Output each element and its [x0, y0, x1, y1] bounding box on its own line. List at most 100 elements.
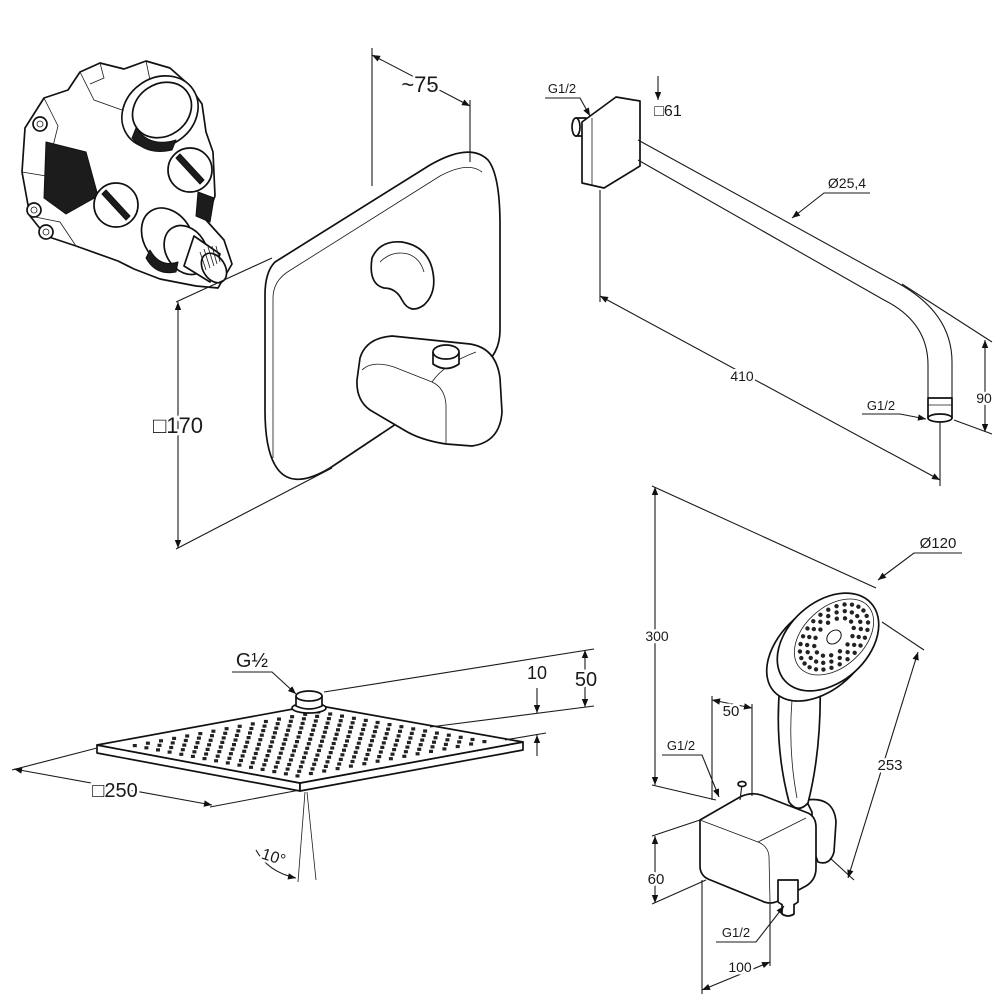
- extension-line: [504, 732, 547, 741]
- spray-dot: [799, 655, 804, 661]
- nozzle: [331, 741, 336, 746]
- lever-handle: [370, 240, 435, 310]
- nozzle: [262, 763, 267, 767]
- nozzle: [380, 745, 385, 749]
- nozzle: [398, 729, 402, 733]
- nozzle: [384, 732, 389, 736]
- spray-dot: [797, 649, 803, 654]
- nozzle: [405, 745, 410, 749]
- nozzle: [263, 758, 268, 762]
- nozzle: [309, 733, 314, 737]
- extension-line: [651, 879, 707, 905]
- spray-dot: [837, 649, 843, 654]
- hand-head-diameter-callout: Ø120: [877, 533, 962, 581]
- nozzle: [337, 762, 342, 766]
- nipple-end: [571, 117, 581, 137]
- nozzle: [299, 726, 304, 730]
- nozzle: [408, 736, 413, 740]
- spray-dot: [820, 653, 826, 658]
- nozzle: [421, 733, 426, 738]
- nozzle: [399, 725, 404, 729]
- leader-line: [662, 754, 720, 798]
- nozzle: [482, 740, 487, 744]
- arm-outlet-thread-callout: G1/2: [862, 396, 927, 421]
- nozzle: [353, 750, 358, 754]
- nozzle: [287, 762, 292, 767]
- nozzle: [240, 754, 245, 758]
- spray-dot: [845, 642, 850, 647]
- hand-length-label: 253: [877, 757, 902, 774]
- nozzle: [132, 744, 137, 748]
- nozzle: [217, 750, 222, 754]
- lower-stop-screw: [93, 182, 139, 228]
- nozzle: [402, 754, 407, 758]
- nozzle: [243, 745, 248, 749]
- nozzle: [315, 714, 320, 718]
- nozzle: [272, 731, 277, 735]
- nozzle: [192, 750, 197, 754]
- nozzle: [167, 750, 172, 754]
- nozzle: [317, 748, 321, 753]
- nozzle: [434, 731, 439, 735]
- nozzle: [250, 722, 255, 726]
- spray-dot: [864, 613, 869, 619]
- nozzle: [259, 733, 264, 737]
- holder-height-dimension: 60: [645, 819, 707, 905]
- spray-dot: [856, 634, 861, 640]
- nozzle: [297, 769, 302, 773]
- nozzle: [445, 738, 450, 742]
- nozzle: [286, 728, 291, 732]
- nozzle: [386, 727, 391, 731]
- spray-dot: [805, 649, 810, 655]
- nozzle: [362, 762, 367, 766]
- nozzle: [288, 758, 293, 762]
- nozzle: [296, 735, 301, 739]
- nozzle: [368, 743, 373, 747]
- spray-dot: [813, 635, 818, 641]
- nozzle: [322, 769, 327, 773]
- nozzle: [159, 739, 163, 743]
- leader-line: [716, 905, 785, 943]
- holder-width-label: 100: [728, 959, 752, 975]
- nozzle: [280, 747, 285, 751]
- spray-center: [826, 629, 842, 645]
- nozzle: [258, 738, 263, 742]
- extension-line: [429, 705, 595, 728]
- arm-inlet-thread-label: G1/2: [548, 81, 576, 96]
- nozzle: [248, 731, 252, 735]
- nozzle: [271, 735, 276, 739]
- nozzle: [346, 734, 351, 739]
- plate-size-label: □170: [153, 413, 203, 438]
- nozzle: [236, 729, 241, 733]
- nozzle: [387, 723, 392, 727]
- nozzle: [409, 731, 414, 735]
- arm-outlet-thread-label: G1/2: [867, 398, 895, 413]
- bolt-icon: [26, 202, 42, 218]
- nozzle: [352, 755, 357, 759]
- hose-outlet-thread: [781, 904, 795, 917]
- nozzle: [330, 746, 335, 750]
- nozzle: [156, 748, 160, 752]
- nozzle: [253, 751, 258, 756]
- nozzle: [363, 757, 368, 761]
- spray-dot: [811, 618, 816, 624]
- nozzle: [308, 771, 313, 776]
- spray-dot: [849, 602, 855, 607]
- nozzle: [290, 753, 295, 757]
- mounting-bolts: [26, 116, 54, 240]
- nozzle: [194, 745, 198, 749]
- spray-dot: [811, 626, 817, 632]
- nozzle: [342, 748, 346, 752]
- arm-outlet: [927, 397, 953, 423]
- lever-contour: [379, 252, 425, 273]
- nozzle: [245, 740, 250, 744]
- dimension-line: [13, 767, 213, 807]
- nozzle: [433, 736, 438, 740]
- leader-line: [877, 552, 962, 581]
- nozzle: [420, 738, 425, 742]
- nozzle: [180, 748, 185, 752]
- nozzle: [195, 741, 200, 745]
- nozzle: [256, 742, 261, 746]
- wall-plate: [264, 151, 503, 481]
- spray-dot: [837, 662, 842, 667]
